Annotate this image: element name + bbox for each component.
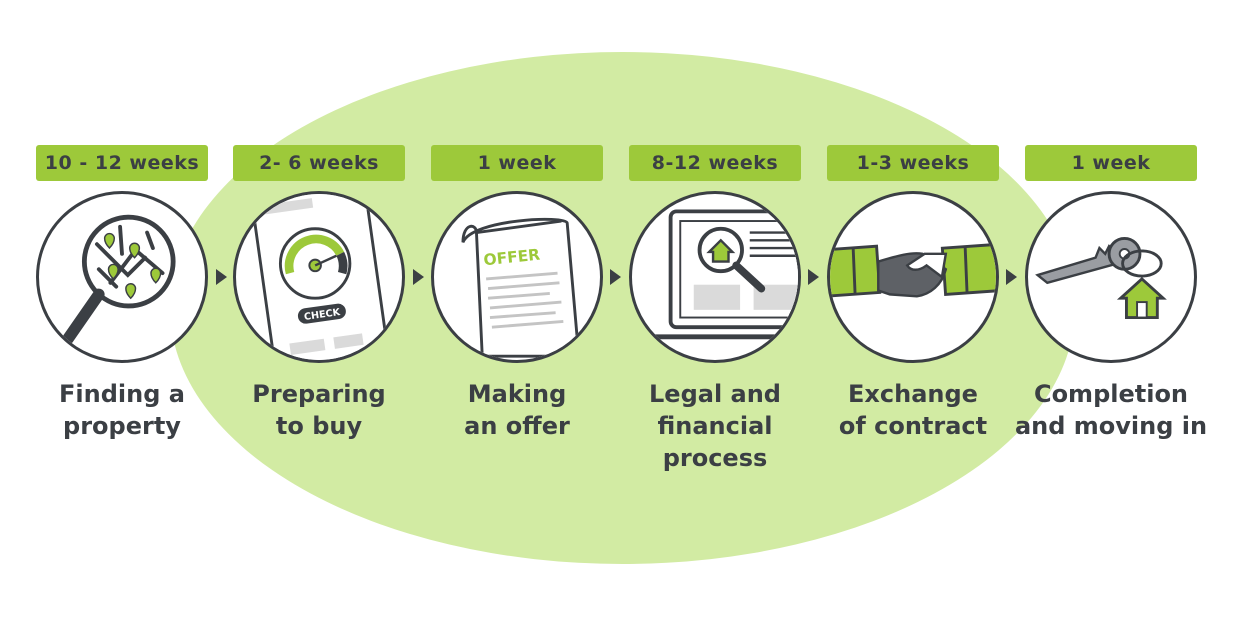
- duration-badge: 1-3 weeks: [827, 145, 999, 181]
- house-key-icon: [1025, 191, 1197, 363]
- check-icon-text: CHECK: [303, 307, 341, 323]
- duration-badge: 8-12 weeks: [629, 145, 801, 181]
- arrow-right-icon: [1006, 269, 1017, 285]
- arrow-right-icon: [610, 269, 621, 285]
- duration-badge: 1 week: [431, 145, 603, 181]
- magnifier-map-icon: [36, 191, 208, 363]
- offer-document-icon: OFFER: [431, 191, 603, 363]
- duration-badge: 2- 6 weeks: [233, 145, 405, 181]
- arrow-right-icon: [413, 269, 424, 285]
- handshake-icon: [827, 191, 999, 363]
- credit-check-gauge-icon: CHECK: [233, 191, 405, 363]
- arrow-right-icon: [216, 269, 227, 285]
- duration-badge: 1 week: [1025, 145, 1197, 181]
- arrow-right-icon: [808, 269, 819, 285]
- laptop-house-search-icon: [629, 191, 801, 363]
- offer-icon-text: OFFER: [483, 246, 541, 270]
- duration-badge: 10 - 12 weeks: [36, 145, 208, 181]
